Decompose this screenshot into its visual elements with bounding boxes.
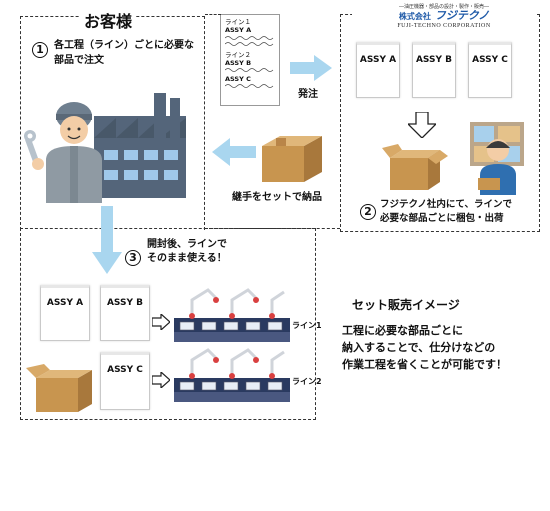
order-line1-item: ASSY A xyxy=(225,26,252,34)
order-line2-title: ライン２ xyxy=(225,51,251,59)
bottom-bag-c: ASSY C xyxy=(100,352,150,410)
order-label: 発注 xyxy=(298,89,318,100)
order-line2-item2: ASSY C xyxy=(225,75,251,83)
connector-dash-bottom xyxy=(205,228,340,229)
customer-title: お客様 xyxy=(80,8,137,32)
squiggle-lines-3 xyxy=(224,84,274,88)
company-bag-b: ASSY B xyxy=(412,42,456,98)
bottom-bag-a: ASSY A xyxy=(40,285,90,341)
summary-line1: 工程に必要な部品ごとに xyxy=(342,324,463,337)
step3-down-arrow-icon xyxy=(92,206,122,274)
connector-dash-top xyxy=(205,14,221,15)
delivery-box-icon xyxy=(262,136,322,182)
summary-line2: 納入することで、仕分けなどの xyxy=(342,341,496,354)
down-arrow-icon xyxy=(408,112,436,138)
customer-region-lower xyxy=(20,228,316,420)
summary-line3: 作業工程を省くことが可能です！ xyxy=(342,358,507,371)
line2-arrow-icon xyxy=(152,372,170,388)
order-line1-title: ライン１ xyxy=(225,18,251,26)
squiggle-lines xyxy=(224,36,274,46)
step1-text: 各工程（ライン）ごとに必要な 部品で注文 xyxy=(54,40,194,66)
summary-text: 工程に必要な部品ごとに 納入することで、仕分けなどの 作業工程を省くことが可能で… xyxy=(342,322,507,373)
delivery-arrow-icon xyxy=(212,138,256,166)
line2-label: ライン2 xyxy=(292,377,322,386)
delivery-label: 継手をセットで納品 xyxy=(232,192,322,203)
step2-text: フジテクノ社内にて、ラインで 必要な部品ごとに梱包・出荷 xyxy=(380,199,512,224)
company-header: ―油圧機器・部品の設計・製作・販売― 株式会社 フジテクノ FUJI-TECHN… xyxy=(352,3,536,29)
company-tagline: ―油圧機器・部品の設計・製作・販売― xyxy=(398,4,489,10)
robot-line1-illustration xyxy=(174,288,290,342)
bottom-open-box-icon xyxy=(26,364,92,412)
order-arrow-icon xyxy=(290,55,332,81)
worker-factory-illustration xyxy=(24,93,186,203)
summary-title: セット販売イメージ xyxy=(352,298,460,312)
company-bag-c: ASSY C xyxy=(468,42,512,98)
step3-number: 3 xyxy=(125,246,141,266)
robot-line2-illustration xyxy=(174,348,290,402)
company-name-prefix: 株式会社 xyxy=(398,12,431,21)
company-name: フジテクノ xyxy=(434,9,490,22)
squiggle-lines-2 xyxy=(224,68,274,72)
step3-text: 開封後、ラインで そのまま使える！ xyxy=(147,239,227,264)
line1-label: ライン1 xyxy=(292,321,322,330)
step2-number: 2 xyxy=(360,200,376,220)
order-document: ライン１ ASSY A ライン２ ASSY B ASSY C xyxy=(220,14,280,106)
company-bag-a: ASSY A xyxy=(356,42,400,98)
packing-illustration xyxy=(382,122,524,195)
line1-arrow-icon xyxy=(152,314,170,330)
order-line2-item1: ASSY B xyxy=(225,59,252,67)
bottom-bag-b: ASSY B xyxy=(100,285,150,341)
step1-number: 1 xyxy=(32,38,48,58)
company-name-en: FUJI-TECHNO CORPORATION xyxy=(397,23,491,29)
